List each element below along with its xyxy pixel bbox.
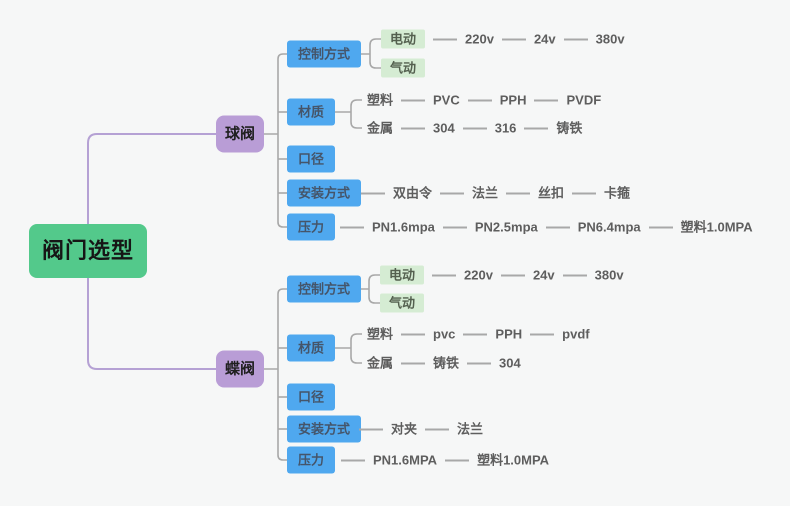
- connector-dash: [467, 99, 492, 101]
- root-node[interactable]: 阀门选型: [29, 224, 148, 278]
- ball-plastic-chain: 塑料 PVC PPH PVDF: [367, 94, 601, 107]
- connector-dash: [524, 127, 549, 129]
- chain-item[interactable]: pvc: [433, 326, 456, 342]
- chain-item[interactable]: 304: [433, 120, 455, 136]
- topic-butterfly-material[interactable]: 材质: [287, 334, 336, 362]
- chain-item[interactable]: 塑料: [367, 92, 394, 108]
- connector-dash: [361, 192, 385, 194]
- ball-metal-chain: 金属 304 316 铸铁: [367, 122, 582, 135]
- chain-item[interactable]: PN1.6mpa: [372, 219, 435, 235]
- butterfly-metal-chain: 金属 铸铁 304: [367, 357, 521, 370]
- topic-ball-install[interactable]: 安装方式: [287, 179, 362, 207]
- chain-item[interactable]: 丝扣: [538, 185, 565, 201]
- chain-item[interactable]: 铸铁: [433, 355, 460, 371]
- connector-dash: [563, 38, 588, 40]
- connector-dash: [401, 362, 426, 364]
- chain-item[interactable]: 220v: [464, 267, 493, 283]
- connector-dash: [340, 226, 364, 228]
- chain-item[interactable]: 法兰: [457, 421, 484, 437]
- branch-ball-valve[interactable]: 球阀: [216, 115, 265, 153]
- connector-dash: [359, 428, 383, 430]
- ball-electric-chain: 电动 220v 24v 380v: [381, 29, 625, 49]
- chain-item[interactable]: 316: [494, 120, 517, 136]
- chain-item[interactable]: 金属: [367, 355, 394, 371]
- chain-item[interactable]: 塑料1.0MPA: [477, 452, 550, 468]
- connector-dash: [442, 226, 467, 228]
- chain-item[interactable]: pvdf: [562, 326, 590, 342]
- root-branch-connector-lines: [87, 133, 216, 370]
- chain-item[interactable]: PN6.4mpa: [577, 219, 641, 235]
- topic-butterfly-diameter[interactable]: 口径: [287, 383, 336, 411]
- topic-ball-control[interactable]: 控制方式: [287, 40, 362, 68]
- ball-pressure-chain: PN1.6mpa PN2.5mpa PN6.4mpa 塑料1.0MPA: [336, 221, 753, 234]
- chain-item[interactable]: 24v: [532, 267, 555, 283]
- connector-dash: [462, 127, 487, 129]
- topic-butterfly-pressure[interactable]: 压力: [287, 446, 336, 474]
- chain-item[interactable]: PVC: [433, 92, 460, 108]
- chain-item[interactable]: PPH: [495, 326, 523, 342]
- topic-ball-diameter[interactable]: 口径: [287, 145, 336, 173]
- chain-item[interactable]: 220v: [465, 31, 494, 47]
- chain-item[interactable]: 304: [499, 355, 521, 371]
- connector-dash: [401, 333, 426, 335]
- chain-item[interactable]: 对夹: [391, 421, 418, 437]
- connector-dash: [463, 333, 488, 335]
- leaf-butterfly-pneumatic[interactable]: 气动: [380, 293, 425, 313]
- connector-dash: [530, 333, 555, 335]
- branch-butterfly-valve[interactable]: 蝶阀: [216, 350, 265, 388]
- connector-dash: [445, 459, 470, 461]
- chain-item[interactable]: 金属: [367, 120, 394, 136]
- connector-dash: [501, 38, 526, 40]
- ball-install-chain: 双由令 法兰 丝扣 卡箍: [357, 187, 630, 200]
- butterfly-plastic-chain: 塑料 pvc PPH pvdf: [367, 328, 590, 341]
- topic-butterfly-control[interactable]: 控制方式: [287, 275, 362, 303]
- connector-dash: [648, 226, 673, 228]
- chain-item[interactable]: 380v: [594, 267, 624, 283]
- chain-item[interactable]: 380v: [595, 31, 625, 47]
- connector-dash: [545, 226, 570, 228]
- chain-item[interactable]: 卡箍: [604, 185, 631, 201]
- topic-butterfly-install[interactable]: 安装方式: [287, 415, 362, 443]
- chain-item[interactable]: 铸铁: [556, 120, 583, 136]
- connector-dash: [341, 459, 365, 461]
- chain-item[interactable]: 双由令: [393, 185, 433, 201]
- chain-item[interactable]: PN2.5mpa: [474, 219, 538, 235]
- leaf-butterfly-electric[interactable]: 电动: [380, 265, 425, 285]
- connector-dash: [534, 99, 559, 101]
- connector-dash: [440, 192, 465, 194]
- connector-dash: [500, 274, 525, 276]
- butterfly-pressure-chain: PN1.6MPA 塑料1.0MPA: [337, 454, 549, 467]
- chain-item[interactable]: PVDF: [566, 92, 602, 108]
- connector-dash: [572, 192, 597, 194]
- connector-dash: [432, 274, 457, 276]
- leaf-ball-pneumatic[interactable]: 气动: [381, 58, 426, 78]
- chain-item[interactable]: PPH: [499, 92, 527, 108]
- connector-dash: [467, 362, 492, 364]
- connector-dash: [562, 274, 587, 276]
- topic-ball-material[interactable]: 材质: [287, 98, 336, 126]
- topic-ball-pressure[interactable]: 压力: [287, 213, 336, 241]
- connector-dash: [401, 99, 426, 101]
- butterfly-electric-chain: 电动 220v 24v 380v: [380, 265, 624, 285]
- chain-item[interactable]: 塑料1.0MPA: [680, 219, 753, 235]
- chain-item[interactable]: PN1.6MPA: [373, 452, 438, 468]
- chain-item[interactable]: 塑料: [367, 326, 394, 342]
- leaf-ball-electric[interactable]: 电动: [381, 29, 426, 49]
- connector-dash: [401, 127, 426, 129]
- connector-dash: [433, 38, 458, 40]
- chain-item[interactable]: 法兰: [472, 185, 499, 201]
- chain-item[interactable]: 24v: [533, 31, 556, 47]
- connector-dash: [425, 428, 450, 430]
- connector-dash: [506, 192, 531, 194]
- butterfly-install-chain: 对夹 法兰: [355, 423, 483, 436]
